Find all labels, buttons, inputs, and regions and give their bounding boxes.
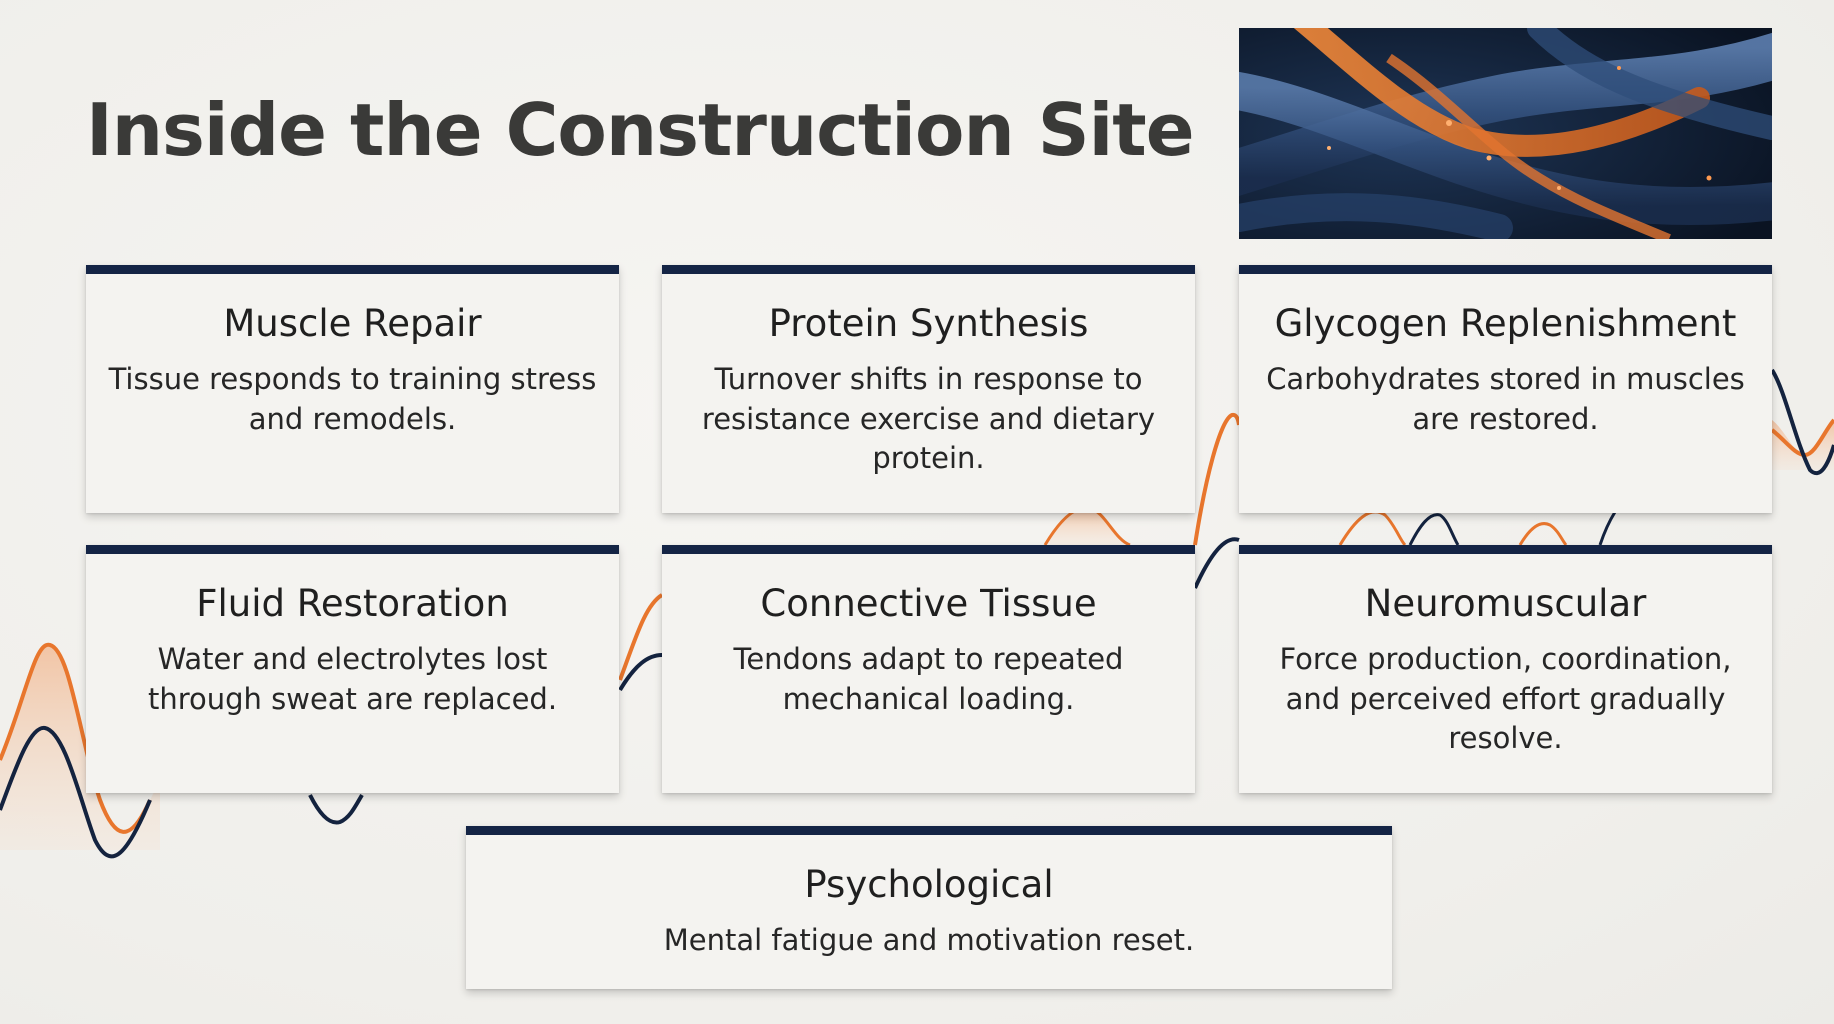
wave-navy-right-gap bbox=[1408, 513, 1460, 546]
card-protein-synthesis: Protein Synthesis Turnover shifts in res… bbox=[662, 265, 1195, 513]
card-title: Psychological bbox=[804, 863, 1054, 906]
wave-orange-gap-line bbox=[618, 593, 664, 681]
muscle-fiber-image bbox=[1239, 28, 1772, 239]
wave-orange-row-gap bbox=[1043, 506, 1131, 547]
card-description: Water and electrolytes lost through swea… bbox=[147, 642, 558, 716]
card-description: Tissue responds to training stress and r… bbox=[108, 362, 597, 436]
card-title: Glycogen Replenishment bbox=[1274, 302, 1737, 345]
wave-orange-far-right bbox=[1772, 420, 1834, 470]
card-title: Fluid Restoration bbox=[196, 582, 509, 625]
card-connective-tissue: Connective Tissue Tendons adapt to repea… bbox=[662, 545, 1195, 793]
card-title: Neuromuscular bbox=[1364, 582, 1647, 625]
wave-orange-left bbox=[0, 644, 160, 850]
wave-navy-col-gap bbox=[1193, 537, 1240, 589]
card-description: Mental fatigue and motivation reset. bbox=[663, 923, 1195, 958]
card-muscle-repair: Muscle Repair Tissue responds to trainin… bbox=[86, 265, 619, 513]
wave-navy-mid-line bbox=[308, 793, 364, 825]
card-title: Connective Tissue bbox=[760, 582, 1097, 625]
card-description: Turnover shifts in response to resistanc… bbox=[701, 362, 1156, 475]
card-neuromuscular: Neuromuscular Force production, coordina… bbox=[1239, 545, 1772, 793]
wave-orange-right-gap bbox=[1338, 510, 1407, 547]
card-title: Protein Synthesis bbox=[768, 302, 1089, 345]
wave-orange-col-gap bbox=[1193, 412, 1241, 546]
wave-navy-left-line bbox=[0, 725, 152, 859]
wave-navy-gap-line bbox=[618, 653, 663, 692]
wave-orange-right-gap2 bbox=[1518, 522, 1568, 546]
card-description: Tendons adapt to repeated mechanical loa… bbox=[733, 642, 1124, 716]
slide-title: Inside the Construction Site bbox=[86, 88, 1195, 172]
card-description: Carbohydrates stored in muscles are rest… bbox=[1266, 362, 1745, 436]
card-title: Muscle Repair bbox=[223, 302, 482, 345]
card-description: Force production, coordination, and perc… bbox=[1279, 642, 1732, 755]
wave-navy-far-right-line bbox=[1770, 368, 1834, 476]
wave-orange-left-line bbox=[0, 642, 152, 834]
card-psychological: Psychological Mental fatigue and motivat… bbox=[466, 826, 1392, 989]
card-glycogen-replenishment: Glycogen Replenishment Carbohydrates sto… bbox=[1239, 265, 1772, 513]
card-fluid-restoration: Fluid Restoration Water and electrolytes… bbox=[86, 545, 619, 793]
wave-navy-right-gap2 bbox=[1598, 511, 1617, 546]
